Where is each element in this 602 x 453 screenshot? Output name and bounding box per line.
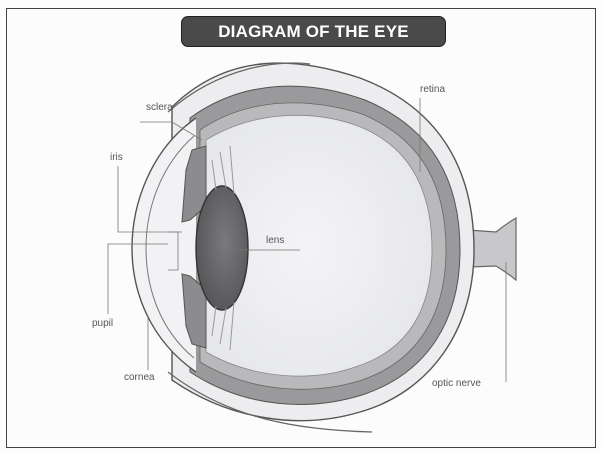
label-iris: iris <box>110 152 123 163</box>
lens <box>196 186 248 310</box>
label-cornea: cornea <box>124 372 155 383</box>
cornea <box>132 118 196 372</box>
label-retina: retina <box>420 84 445 95</box>
label-optic-nerve: optic nerve <box>432 378 481 389</box>
label-pupil: pupil <box>92 318 113 329</box>
label-sclera: sclera <box>146 102 173 113</box>
label-lens: lens <box>266 235 284 246</box>
